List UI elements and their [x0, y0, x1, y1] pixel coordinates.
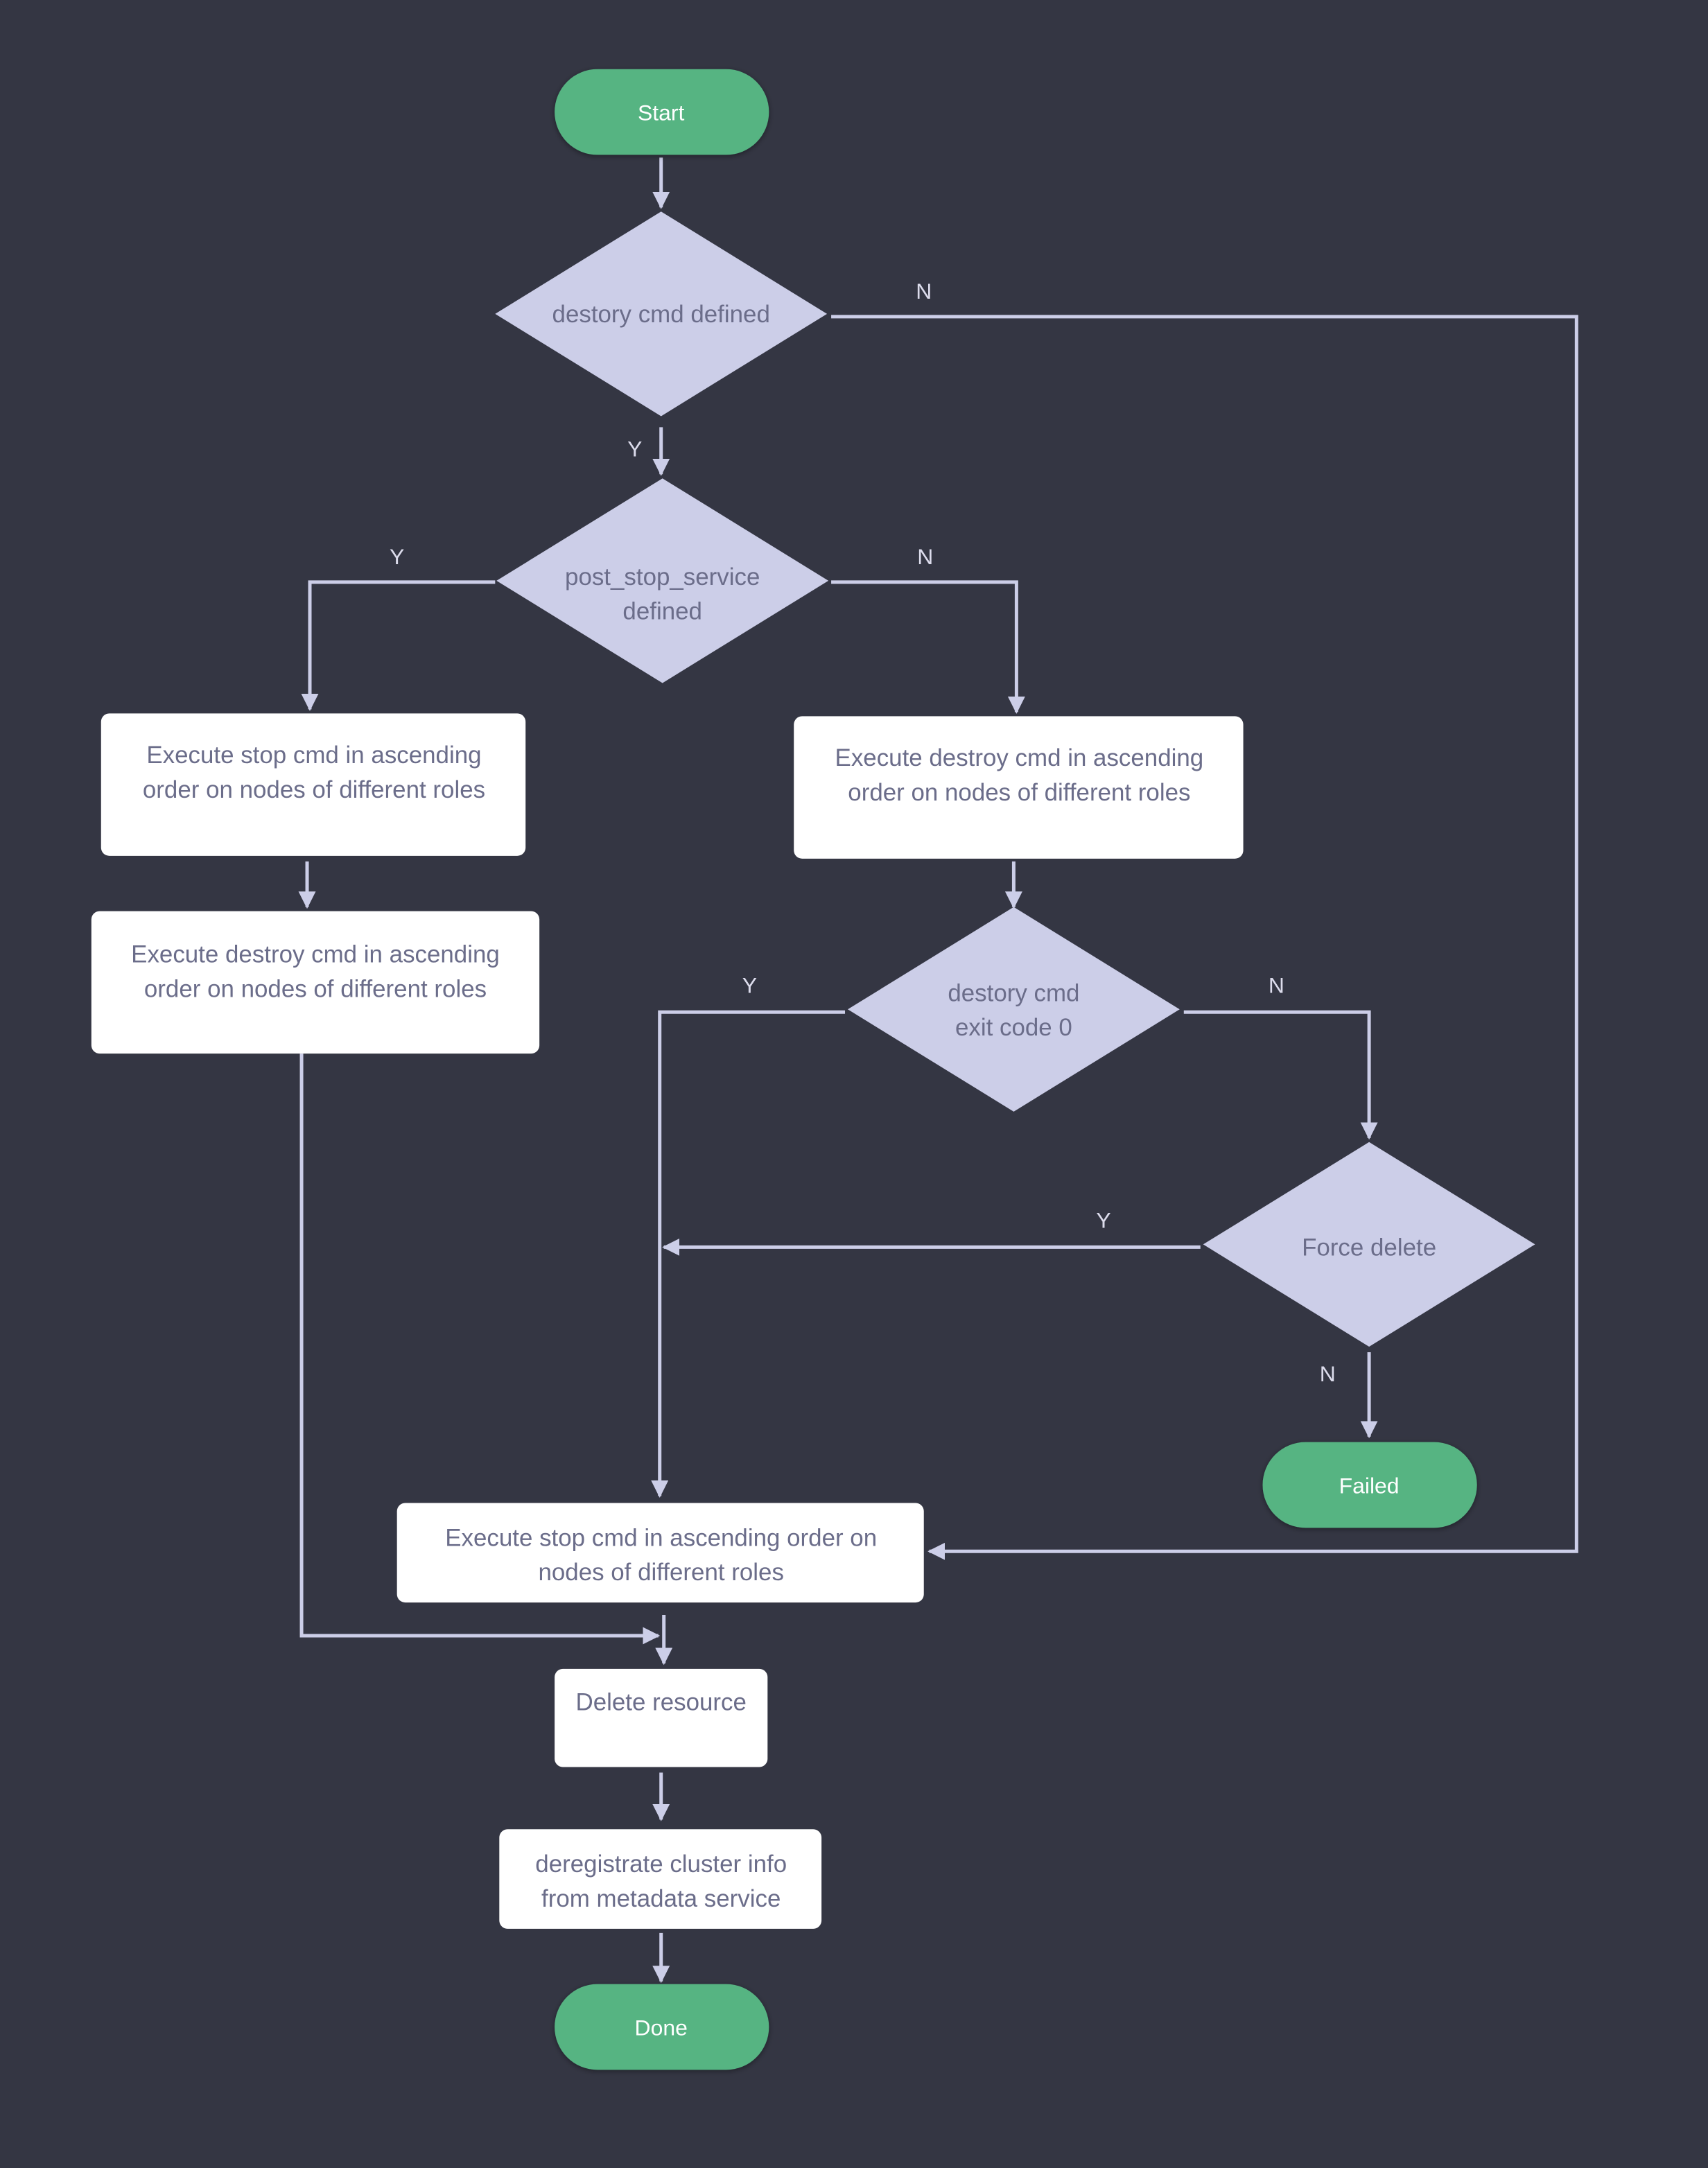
decision-label-line1: post_stop_service [565, 563, 760, 591]
process-destroy-asc-right[interactable]: Execute destroy cmd in ascending order o… [794, 716, 1244, 859]
edge-d3-yes [651, 1010, 846, 1498]
label-d1-no: N [916, 279, 932, 304]
decision-label-line2: defined [622, 598, 702, 625]
process-label-line2: order on nodes of different roles [143, 776, 485, 803]
start-label: Start [638, 100, 685, 125]
process-label-line2: from metadata service [541, 1885, 781, 1912]
label-d1-yes: Y [627, 436, 642, 461]
failed-node[interactable]: Failed [1262, 1442, 1477, 1528]
process-label-line1: deregistrate cluster info [535, 1851, 787, 1878]
process-label-line2: order on nodes of different roles [144, 975, 487, 1002]
process-label-line1: Execute stop cmd in ascending order on [445, 1524, 877, 1551]
done-node[interactable]: Done [555, 1984, 769, 2070]
decision-label-line1: destory cmd [948, 979, 1079, 1006]
label-d3-no: N [1269, 972, 1284, 997]
decision-label: Force delete [1302, 1234, 1436, 1261]
edge-d1-no [831, 315, 1578, 1560]
process-deregistrate[interactable]: deregistrate cluster info from metadata … [499, 1829, 822, 1929]
process-label-line2: nodes of different roles [538, 1559, 783, 1586]
label-d2-no: N [917, 544, 933, 569]
process-stop-asc-left[interactable]: Execute stop cmd in ascending order on n… [101, 713, 526, 856]
edge-c-to-delete [299, 1054, 661, 1645]
edge-d2-yes [301, 580, 496, 711]
start-node[interactable]: Start [555, 69, 769, 155]
failed-label: Failed [1339, 1473, 1400, 1498]
label-d2-yes: Y [390, 544, 404, 569]
label-d3-yes: Y [742, 972, 757, 997]
edge-d2-no [831, 580, 1025, 714]
process-label-line2: order on nodes of different roles [848, 779, 1190, 806]
process-label-line1: Execute stop cmd in ascending [146, 742, 481, 769]
process-label: Delete resource [576, 1689, 747, 1716]
label-d4-yes: Y [1096, 1207, 1110, 1232]
process-stop-asc-bottom[interactable]: Execute stop cmd in ascending order on n… [397, 1503, 924, 1603]
done-label: Done [635, 2015, 688, 2040]
process-delete-resource[interactable]: Delete resource [555, 1668, 768, 1767]
decision-label-line2: exit code 0 [955, 1014, 1072, 1041]
process-label-line1: Execute destroy cmd in ascending [131, 941, 500, 968]
edges [298, 157, 1578, 1984]
decision-label: destory cmd defined [552, 301, 770, 328]
process-destroy-asc-left[interactable]: Execute destroy cmd in ascending order o… [91, 911, 540, 1054]
decision-exit-code-0[interactable]: destory cmd exit code 0 [848, 907, 1180, 1112]
label-d4-no: N [1320, 1361, 1336, 1386]
process-label-line1: Execute destroy cmd in ascending [835, 744, 1204, 771]
edge-d3-no [1183, 1010, 1378, 1140]
